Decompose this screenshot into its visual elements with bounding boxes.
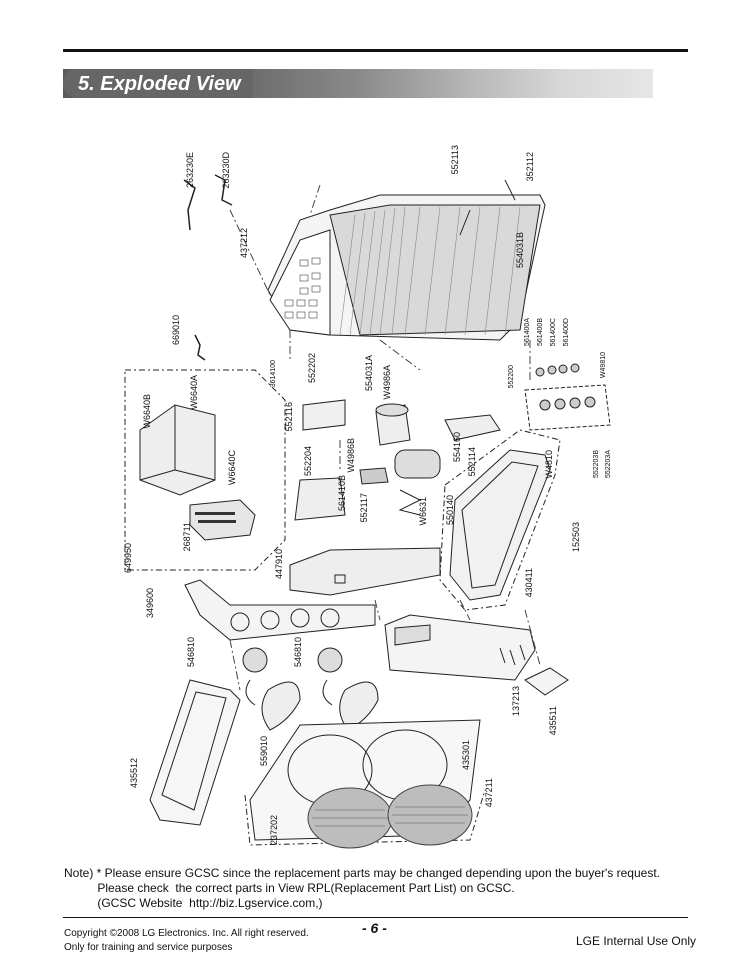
part-label: 447910 (274, 549, 284, 579)
part-label: 554160 (452, 432, 462, 462)
copyright-line: Copyright ©2008 LG Electronics. Inc. All… (64, 928, 309, 939)
part-label: W6631 (418, 497, 428, 526)
part-label: W4810 (544, 450, 554, 479)
base-pan-illustration (439, 429, 561, 611)
part-label: 435511 (548, 706, 558, 735)
part-label: 268711 (182, 522, 192, 551)
part-label: 561400A (524, 318, 531, 346)
part-label: 550140 (445, 495, 455, 525)
part-label: 263230D (221, 152, 231, 189)
part-label: 669010 (171, 315, 181, 345)
part-label: 437212 (239, 228, 249, 258)
part-labels: 263230E 263230D 552113 352112 437212 554… (123, 145, 612, 845)
grille-frame-illustration (149, 679, 241, 826)
part-label: 552200 (508, 365, 515, 388)
copyright: Copyright ©2008 LG Electronics. Inc. All… (64, 927, 309, 955)
part-label: 437211 (484, 778, 494, 807)
part-label: 559010 (259, 736, 269, 766)
part-label: 552202 (307, 353, 317, 383)
note-line: Please check the correct parts in View R… (64, 881, 515, 895)
part-label: W49810 (600, 352, 607, 378)
part-label: 546810 (186, 637, 196, 667)
part-label: 561410B (337, 475, 347, 511)
part-label: 649950 (123, 543, 133, 573)
valve-assembly-illustration (524, 363, 611, 431)
part-label: 552114 (467, 447, 477, 476)
part-label: 552117 (359, 493, 369, 522)
condenser-coil-illustration (267, 179, 546, 341)
part-label: 352112 (525, 152, 535, 181)
part-label: 552203B (593, 450, 600, 478)
part-label: 561400C (550, 318, 557, 346)
part-label: 561400D (563, 318, 570, 346)
side-cover-illustration (384, 614, 536, 681)
part-label: 552113 (450, 145, 460, 174)
part-label: 349600 (145, 588, 155, 618)
part-label: 546810 (293, 637, 303, 667)
part-label: W6640A (189, 375, 199, 410)
bottom-rule (63, 917, 688, 918)
part-label: 263230E (185, 152, 195, 188)
part-label: 137213 (511, 686, 521, 716)
note-line: Note) * Please ensure GCSC since the rep… (64, 866, 660, 880)
compressor-illustration (294, 399, 501, 521)
part-label: 430411 (524, 568, 534, 597)
note-line: (GCSC Website http://biz.Lgservice.com,) (64, 896, 323, 910)
motor-mount-illustration (184, 579, 376, 641)
internal-use-label: LGE Internal Use Only (576, 934, 697, 948)
part-label: 435512 (129, 758, 139, 788)
part-label: 435301 (461, 740, 471, 770)
replacement-note: Note) * Please ensure GCSC since the rep… (64, 866, 660, 911)
part-label: W4986A (382, 365, 392, 400)
part-label: 152503 (571, 522, 581, 552)
part-label: W4986B (346, 438, 356, 473)
part-label: W6640B (142, 394, 152, 429)
page-number: - 6 - (362, 920, 387, 936)
part-label: 554031A (364, 355, 374, 391)
part-label: 3614100 (270, 360, 277, 387)
copyright-line: Only for training and service purposes (64, 942, 233, 953)
section-banner-pill (63, 69, 253, 98)
top-rule (63, 49, 688, 52)
part-label: 554031B (515, 232, 525, 268)
part-label: 552203A (605, 450, 612, 478)
part-label: 561400B (537, 318, 544, 346)
control-box-illustration (139, 404, 256, 541)
part-label: 552116 (284, 402, 294, 431)
fan-motor-illustration (242, 647, 379, 731)
part-label: 237202 (269, 815, 279, 845)
part-label: W6640C (227, 449, 237, 485)
part-label: 552204 (303, 446, 313, 476)
section-title: 5. Exploded View (78, 73, 241, 95)
partition-plate-illustration (289, 547, 441, 596)
